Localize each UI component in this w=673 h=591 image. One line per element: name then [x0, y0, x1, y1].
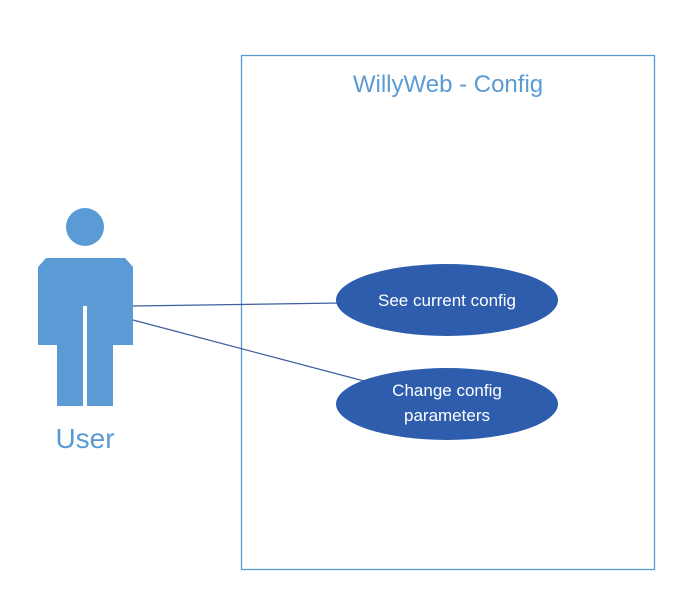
use-case-ellipse[interactable]: [336, 264, 558, 336]
use-case-see-current-config[interactable]: See current config: [336, 264, 558, 336]
use-case-label-line-2: parameters: [404, 406, 490, 425]
system-title: WillyWeb - Config: [353, 71, 543, 98]
actor-head: [66, 208, 104, 246]
actor-body: [38, 258, 133, 406]
system-boundary: [240, 54, 656, 571]
person-icon: [38, 208, 133, 406]
use-case-change-config-parameters[interactable]: Change config parameters: [336, 368, 558, 440]
use-case-label-line-1: Change config: [392, 381, 502, 400]
association-line-see-config: [132, 302, 341, 307]
use-case-ellipse[interactable]: [336, 368, 558, 440]
association-line-change-config: [132, 319, 365, 382]
actor-label: User: [55, 423, 114, 454]
use-case-label: See current config: [378, 291, 516, 310]
